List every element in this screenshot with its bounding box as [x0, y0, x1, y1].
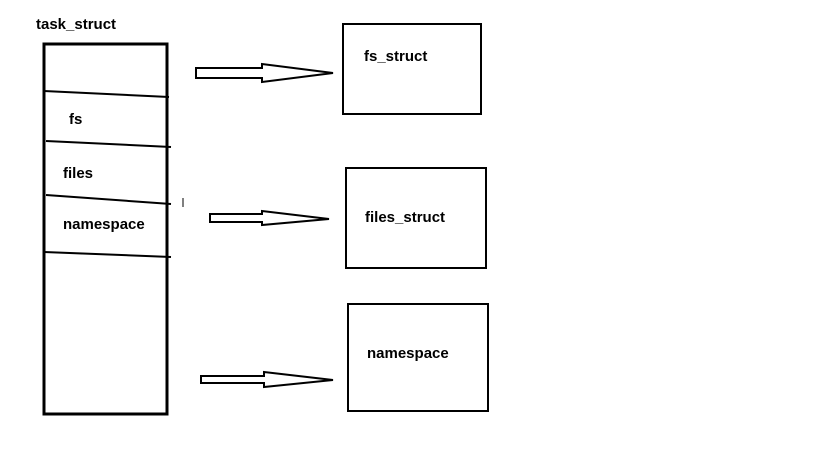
divider-line-1 — [43, 90, 170, 98]
arrow-to-files-struct — [209, 209, 330, 227]
task-struct-title: task_struct — [36, 16, 116, 33]
files-struct-label: files_struct — [365, 209, 445, 226]
namespace-label: namespace — [367, 345, 449, 362]
arrow-to-fs-struct — [195, 62, 334, 84]
task-struct-box — [42, 42, 169, 416]
arrow-to-namespace — [200, 370, 334, 389]
files-struct-box — [345, 167, 487, 269]
divider-line-3 — [45, 194, 172, 205]
fs-struct-box — [342, 23, 482, 115]
field-namespace-label: namespace — [63, 216, 145, 233]
fs-struct-label: fs_struct — [364, 48, 427, 65]
field-fs-label: fs — [69, 111, 82, 128]
namespace-box — [347, 303, 489, 412]
field-files-label: files — [63, 165, 93, 182]
divider-line-2 — [45, 140, 172, 148]
divider-line-4 — [43, 251, 172, 258]
